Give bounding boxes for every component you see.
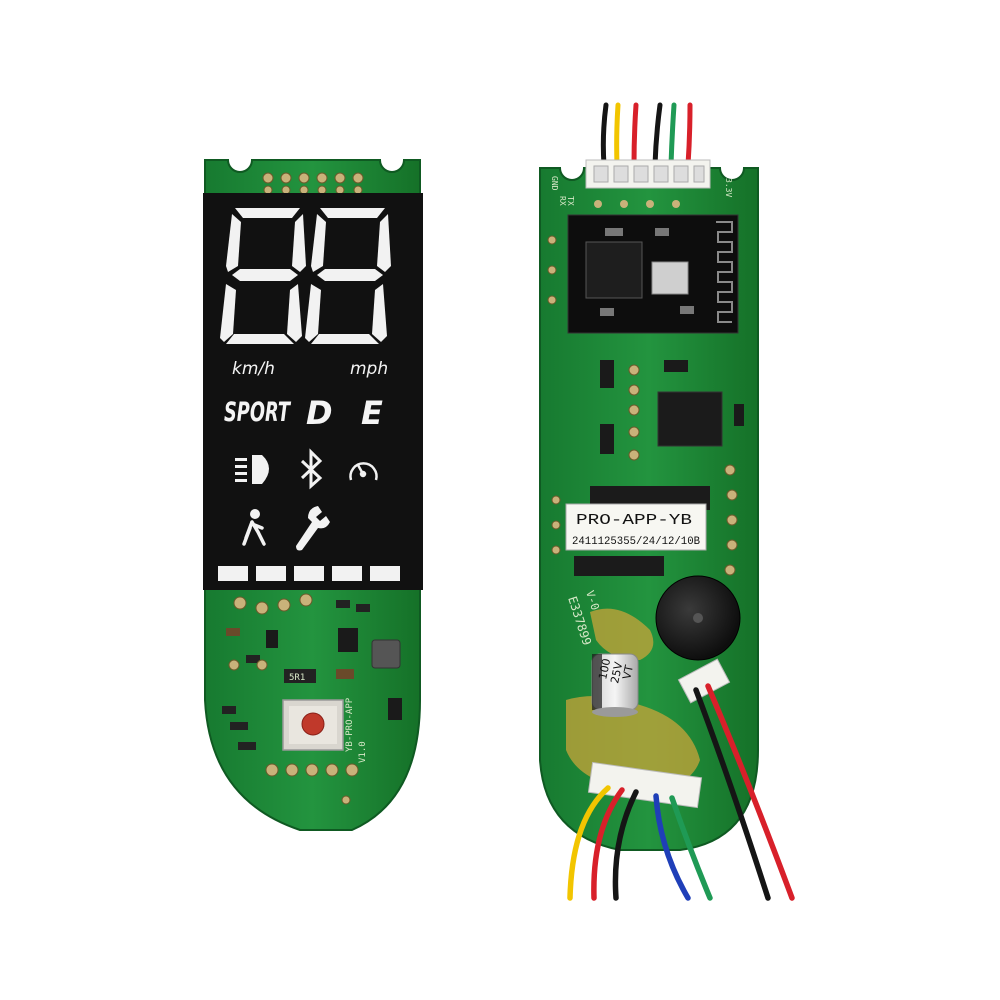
header-pads bbox=[262, 172, 364, 195]
headlight-icon bbox=[235, 455, 269, 484]
bluetooth-icon bbox=[300, 448, 323, 490]
battery-segment bbox=[256, 566, 286, 581]
unit-kmh-label: km/h bbox=[232, 359, 275, 379]
walking-person-icon bbox=[242, 509, 266, 546]
electrolytic-capacitor bbox=[591, 653, 639, 717]
speed-digits-value: 88 bbox=[0, 0, 2, 1]
mode-sport-label: SPORT bbox=[224, 397, 292, 428]
speed-digits bbox=[220, 208, 391, 344]
capacitor-text-3: VT bbox=[620, 664, 636, 681]
pin-label-gnd: GND bbox=[550, 176, 559, 191]
buzzer bbox=[655, 575, 741, 661]
speedometer-icon bbox=[349, 462, 378, 481]
product-label: PRO-APP-YB 2411125355/24/12/10B bbox=[565, 503, 707, 551]
battery-segments bbox=[218, 566, 400, 581]
bottom-wires bbox=[567, 683, 795, 901]
glue-blob bbox=[566, 608, 700, 790]
bottom-pads bbox=[265, 763, 359, 805]
battery-segment bbox=[218, 566, 248, 581]
capacitor-text-2: 25V bbox=[608, 660, 625, 684]
mode-e-label: E bbox=[361, 394, 383, 432]
tactile-button bbox=[282, 699, 344, 751]
display-board: 88 km/h mph SPORT D E bbox=[0, 0, 423, 831]
pin-label-rx: RX bbox=[558, 196, 567, 206]
product-label-line1: PRO-APP-YB bbox=[576, 512, 692, 529]
silk-version-label: V1.0 bbox=[358, 741, 368, 763]
pin-label-3v3: 3.3V bbox=[724, 178, 733, 197]
mode-d-label: D bbox=[306, 394, 333, 432]
battery-segment bbox=[294, 566, 324, 581]
silk-model-label: YB-PRO-APP bbox=[345, 697, 355, 752]
product-label-line2: 2411125355/24/12/10B bbox=[572, 536, 700, 548]
battery-segment bbox=[370, 566, 400, 581]
top-wires bbox=[600, 102, 693, 168]
silk-rev-label: V-0 bbox=[583, 589, 602, 612]
capacitor-text-1: 100 bbox=[596, 657, 613, 680]
bluetooth-module bbox=[567, 200, 739, 334]
unit-mph-label: mph bbox=[350, 359, 388, 379]
battery-segment bbox=[332, 566, 362, 581]
controller-board: 3.3V GND RX TX bbox=[539, 102, 795, 901]
pin-label-tx: TX bbox=[566, 196, 575, 206]
smd-components bbox=[222, 593, 402, 750]
wrench-icon bbox=[296, 506, 330, 551]
resistor-code-label: 5R1 bbox=[289, 673, 305, 683]
